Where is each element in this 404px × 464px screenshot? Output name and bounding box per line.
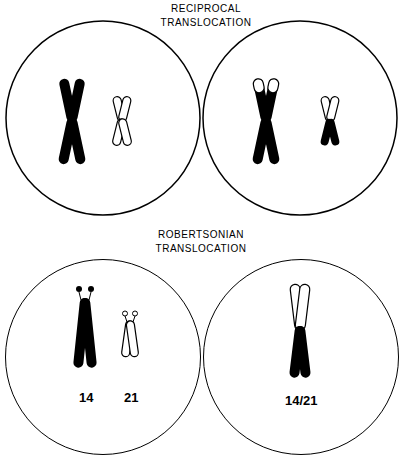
- chromosome: [121, 311, 139, 357]
- panel-heading: ROBERTSONIAN TRANSLOCATION: [149, 228, 253, 256]
- chromosome: [252, 78, 280, 165]
- chromosome-number: 21: [124, 391, 138, 404]
- chromosome: [289, 284, 311, 379]
- chromosome: [320, 96, 340, 146]
- cell-outline: [6, 21, 200, 215]
- chromosome: [58, 78, 86, 165]
- chromosome-number: 14: [79, 391, 93, 404]
- cell-circle: 14/21: [203, 259, 399, 455]
- cell-outline: [203, 21, 397, 215]
- chromosome-number: 14/21: [285, 394, 318, 407]
- cell-circle: 14 21: [5, 259, 201, 455]
- chromosome: [112, 96, 132, 146]
- chromosome: [73, 286, 97, 368]
- panel-heading: RECIPROCAL TRANSLOCATION: [154, 2, 258, 30]
